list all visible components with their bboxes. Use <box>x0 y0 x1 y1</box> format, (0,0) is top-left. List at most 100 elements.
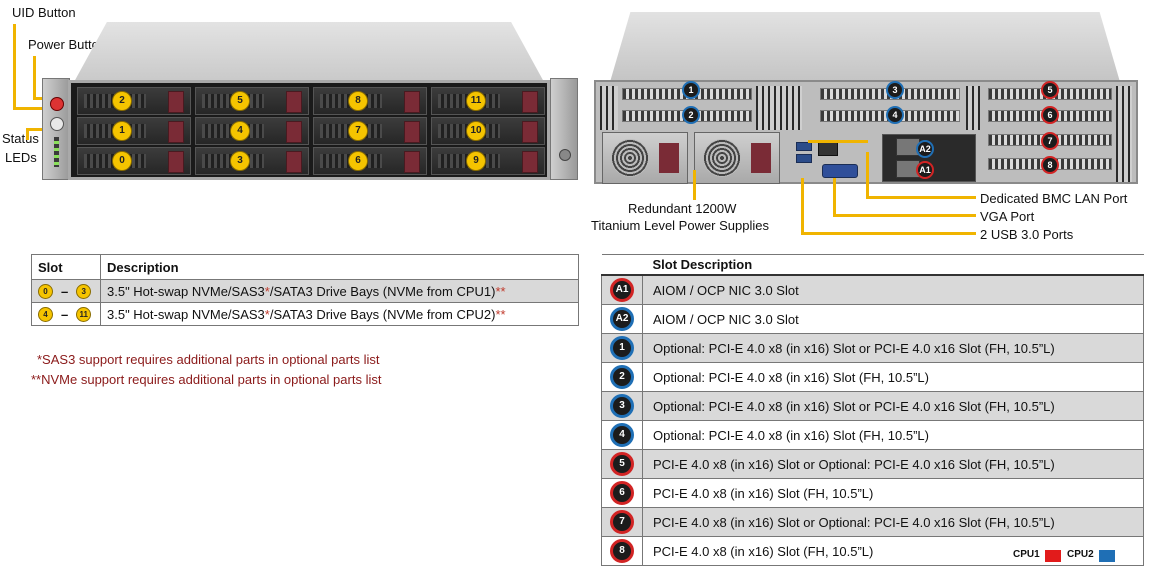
drive-bay-latch[interactable] <box>168 121 184 143</box>
sas-footnote-mark: * <box>264 283 270 299</box>
drive-bay-latch[interactable] <box>404 121 420 143</box>
usb-ports-label: 2 USB 3.0 Ports <box>980 227 1074 242</box>
drive-bay-8[interactable]: 8 <box>313 87 427 115</box>
slot-6-badge: 6 <box>1041 106 1059 124</box>
status-leds-label-line2: LEDs <box>5 150 37 165</box>
drive-range-cell: 0–3 <box>31 279 101 303</box>
uid-callout-horizontal <box>13 107 43 110</box>
drive-badge-from: 0 <box>38 284 53 300</box>
rear-vent-left <box>600 86 618 130</box>
drive-badge-to: 11 <box>76 307 92 323</box>
slot-badge-cell: A2 <box>601 304 643 334</box>
rear-chassis: 1 2 3 4 5 6 7 8 A2 A1 <box>590 10 1140 190</box>
slot-description-cell: Optional: PCI-E 4.0 x8 (in x16) Slot (FH… <box>642 362 1144 392</box>
status-leds <box>54 137 59 167</box>
drive-bay-number-badge: 6 <box>348 151 368 171</box>
drive-bay-latch[interactable] <box>286 151 302 173</box>
drive-bay-9[interactable]: 9 <box>431 147 545 175</box>
drive-bay-latch[interactable] <box>404 151 420 173</box>
slot-badge-cell: 4 <box>601 420 643 450</box>
drive-bay-0[interactable]: 0 <box>77 147 191 175</box>
range-dash: – <box>61 284 69 300</box>
slot-description-cell: Optional: PCI-E 4.0 x8 (in x16) Slot (FH… <box>642 420 1144 450</box>
psu-callout-vertical <box>693 170 696 200</box>
usb-port-1[interactable] <box>796 142 812 151</box>
drive-bay-10[interactable]: 10 <box>431 117 545 145</box>
power-supply-2 <box>694 132 780 184</box>
nvme-footnote: **NVMe support requires additional parts… <box>31 372 382 387</box>
drive-bay-latch[interactable] <box>522 91 538 113</box>
drive-bay-latch[interactable] <box>404 91 420 113</box>
psu-1-fan-icon <box>611 139 649 177</box>
uid-button[interactable] <box>50 117 64 131</box>
power-callout-horizontal <box>33 97 45 100</box>
drive-bay-latch[interactable] <box>522 121 538 143</box>
right-rack-ear <box>550 78 578 180</box>
drive-badge-from: 4 <box>38 307 53 323</box>
left-rack-ear <box>42 78 70 180</box>
rear-vent-far-right <box>1116 86 1132 182</box>
rear-chassis-top <box>610 12 1120 82</box>
drive-bay-number-badge: 8 <box>348 91 368 111</box>
power-callout-vertical <box>33 56 36 100</box>
slot-badge: 7 <box>610 510 634 534</box>
table-row: 4–11 3.5" Hot-swap NVMe/SAS3*/SATA3 Driv… <box>31 302 579 326</box>
table-row: 0–3 3.5" Hot-swap NVMe/SAS3*/SATA3 Drive… <box>31 279 579 303</box>
drive-bay-1[interactable]: 1 <box>77 117 191 145</box>
cpu2-legend-swatch <box>1099 550 1115 562</box>
drive-bay-number-badge: 10 <box>466 121 486 141</box>
drive-bay-latch[interactable] <box>168 151 184 173</box>
drive-bay-latch[interactable] <box>168 91 184 113</box>
slot-4-badge: 4 <box>886 106 904 124</box>
drive-bay-latch[interactable] <box>286 121 302 143</box>
slot-badge-cell: 2 <box>601 362 643 392</box>
slot-badge-cell: 3 <box>601 391 643 421</box>
sas-footnote-mark: * <box>264 306 270 322</box>
drive-desc-part2: /SATA3 Drive Bays (NVMe from CPU1) <box>269 283 496 299</box>
drive-bay-number-badge: 2 <box>112 91 132 111</box>
front-chassis-top <box>74 22 544 82</box>
slot-badge: 8 <box>610 539 634 563</box>
uid-button-label: UID Button <box>12 5 76 20</box>
vga-port[interactable] <box>822 164 858 178</box>
drive-desc-part2: /SATA3 Drive Bays (NVMe from CPU2) <box>269 306 496 322</box>
status-leds-label-line1: Status <box>2 131 39 146</box>
drive-bay-5[interactable]: 5 <box>195 87 309 115</box>
drive-bay-4[interactable]: 4 <box>195 117 309 145</box>
usb-port-2[interactable] <box>796 154 812 163</box>
psu-2-handle[interactable] <box>751 143 771 173</box>
rear-vent-middle <box>756 86 802 130</box>
status-callout-line <box>26 128 29 140</box>
slot-badge-cell: 8 <box>601 536 643 566</box>
slot-7-badge: 7 <box>1041 132 1059 150</box>
drive-bay-7[interactable]: 7 <box>313 117 427 145</box>
psu-2-fan-icon <box>703 139 741 177</box>
drive-bay-number-badge: 9 <box>466 151 486 171</box>
power-button[interactable] <box>50 97 64 111</box>
slot-badge: 5 <box>610 452 634 476</box>
drive-bay-number-badge: 4 <box>230 121 250 141</box>
cpu2-legend-label: CPU2 <box>1067 549 1094 560</box>
aiom-a2-badge: A2 <box>916 140 934 158</box>
psu-1-handle[interactable] <box>659 143 679 173</box>
slot-badge-cell: A1 <box>601 275 643 305</box>
nvme-footnote-mark: ** <box>495 306 506 322</box>
drive-bay-latch[interactable] <box>522 151 538 173</box>
bmc-callout-horizontal <box>866 196 976 199</box>
drive-description-cell: 3.5" Hot-swap NVMe/SAS3*/SATA3 Drive Bay… <box>100 279 579 303</box>
drive-bay-latch[interactable] <box>286 91 302 113</box>
drive-bay-3[interactable]: 3 <box>195 147 309 175</box>
slot-badge: A2 <box>610 307 634 331</box>
slot-badge-cell: 6 <box>601 478 643 508</box>
slot-description-cell: Optional: PCI-E 4.0 x8 (in x16) Slot or … <box>642 391 1144 421</box>
drive-bay-2[interactable]: 2 <box>77 87 191 115</box>
drive-bay-11[interactable]: 11 <box>431 87 545 115</box>
drive-bay-6[interactable]: 6 <box>313 147 427 175</box>
